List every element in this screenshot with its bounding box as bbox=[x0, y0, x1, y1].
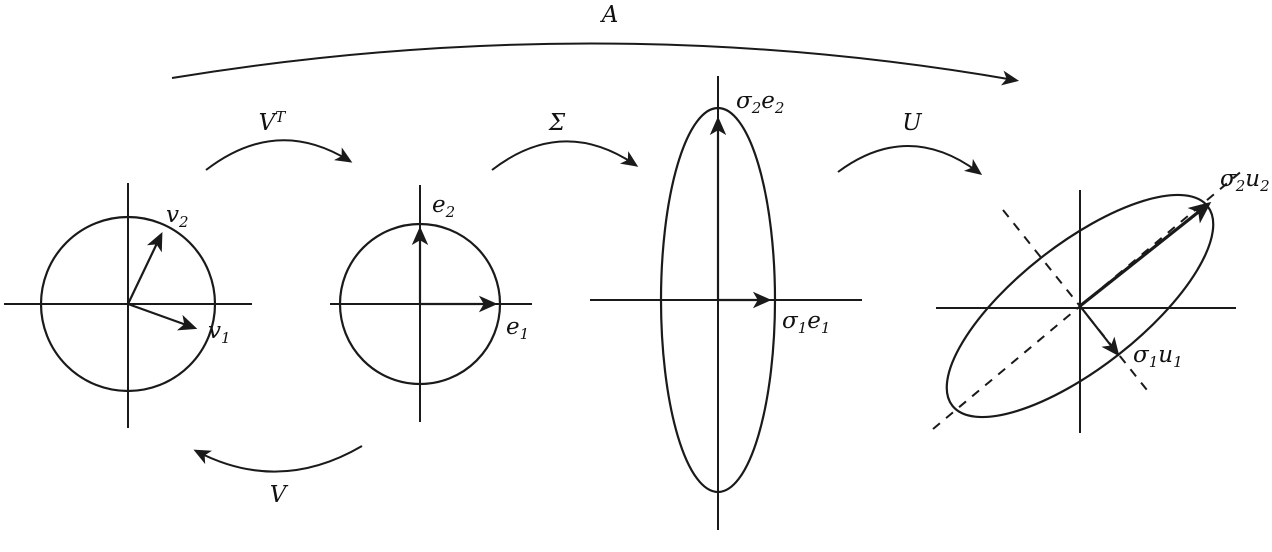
label-map-A: A bbox=[600, 2, 619, 28]
label-sigma1-e1: σ1e1 bbox=[782, 308, 830, 337]
map-arrow-A bbox=[171, 42, 1020, 86]
vector-sigma2-u2 bbox=[1079, 201, 1212, 308]
label-sigma2-e2: σ2e2 bbox=[736, 88, 784, 117]
p4-minor-axis-dashed bbox=[1002, 209, 1152, 396]
label-sigma2-u2: σ2u2 bbox=[1220, 166, 1270, 195]
p1-unit-circle bbox=[39, 215, 217, 393]
label-v2: v2 bbox=[166, 202, 189, 231]
label-e1: e1 bbox=[506, 314, 529, 343]
p3-ellipse bbox=[659, 106, 777, 494]
p2-unit-circle bbox=[338, 222, 502, 386]
vector-sigma1-u1 bbox=[1079, 305, 1120, 357]
label-sigma1-u1: σ1u1 bbox=[1133, 342, 1183, 371]
panel-stretched-ellipse: σ2e2 σ1e1 bbox=[590, 76, 862, 530]
label-map-VT: VT bbox=[259, 108, 287, 136]
label-map-V: V bbox=[270, 482, 289, 508]
panel-unit-circle-e: e2 e1 bbox=[330, 185, 532, 422]
vector-v2 bbox=[127, 231, 163, 305]
map-arrow-U bbox=[837, 145, 983, 176]
panel-unit-circle-v: v2 v1 bbox=[4, 183, 252, 428]
label-map-U: U bbox=[902, 110, 923, 136]
label-v1: v1 bbox=[208, 318, 231, 347]
label-e2: e2 bbox=[432, 192, 455, 221]
map-arrow-V bbox=[193, 445, 363, 473]
label-map-Sigma: Σ bbox=[548, 110, 566, 136]
vector-v1 bbox=[127, 302, 198, 331]
map-arrow-VT bbox=[205, 139, 353, 171]
map-arrow-Sigma bbox=[491, 140, 639, 171]
panel-rotated-ellipse: σ2u2 σ1u1 bbox=[932, 166, 1270, 433]
